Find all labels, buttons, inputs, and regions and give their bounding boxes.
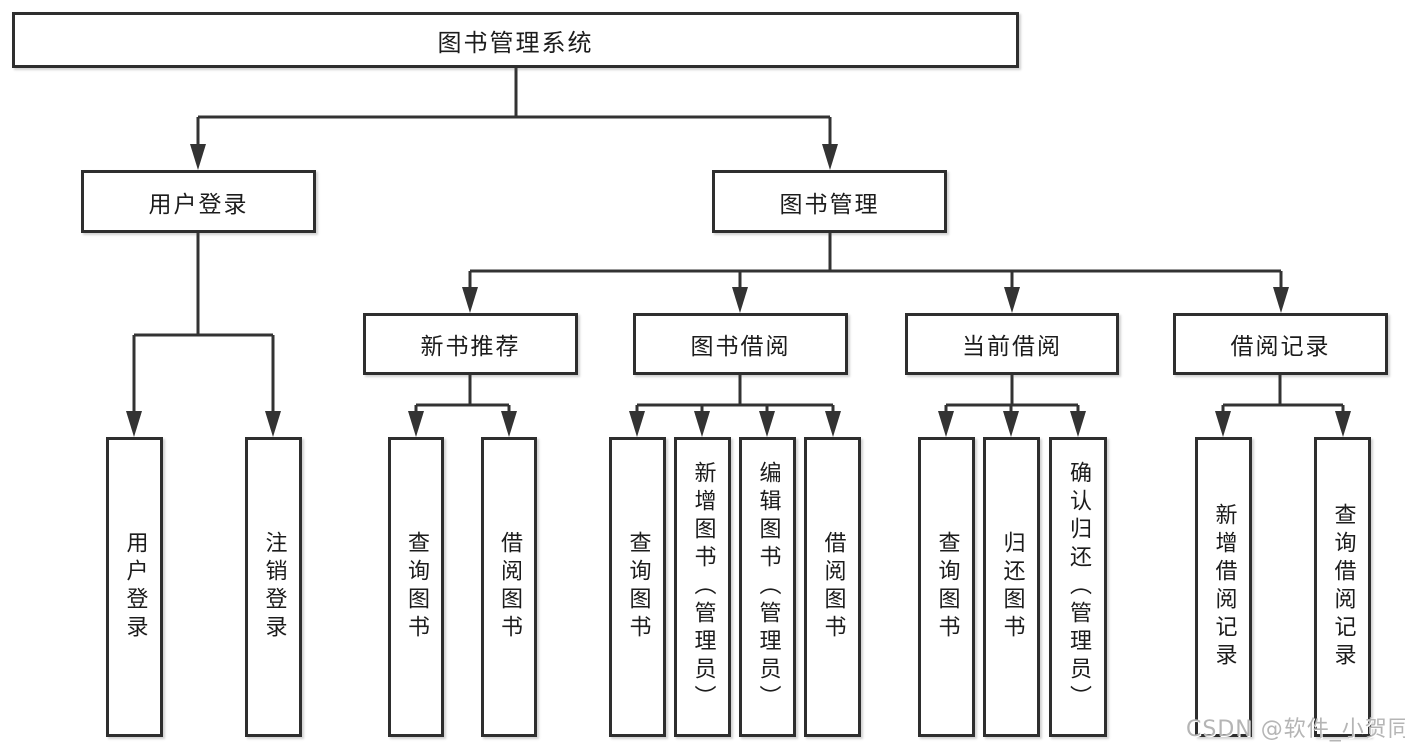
node-root-library-system: 图书管理系统 <box>12 12 1019 68</box>
leaf-query-books: 查询图书 <box>918 437 975 737</box>
node-borrowing-records: 借阅记录 <box>1173 313 1388 375</box>
leaf-user-login: 用户登录 <box>106 437 163 737</box>
node-label: 新增借阅记录 <box>1211 503 1237 671</box>
arrowhead-icon <box>1003 411 1019 437</box>
node-label: 查询图书 <box>625 531 651 643</box>
csdn-watermark: CSDN @软件_小贺同学 <box>1186 717 1405 742</box>
node-label: 查询借阅记录 <box>1330 503 1356 671</box>
node-label: 用户登录 <box>148 191 249 218</box>
node-label: 当前借阅 <box>962 334 1062 360</box>
arrowhead-icon <box>1335 411 1351 437</box>
node-label: 查询图书 <box>404 531 429 643</box>
leaf-borrow-books: 借阅图书 <box>804 437 861 737</box>
arrowhead-icon <box>408 411 424 437</box>
arrowhead-icon <box>1004 287 1020 313</box>
node-label: 新书推荐 <box>420 334 521 360</box>
node-label: 用户登录 <box>122 531 148 643</box>
node-user-login: 用户登录 <box>81 170 316 233</box>
leaf-logout: 注销登录 <box>245 437 302 737</box>
arrowhead-icon <box>732 287 748 313</box>
leaf-query-books: 查询图书 <box>609 437 666 737</box>
node-label: 查询图书 <box>934 531 960 643</box>
node-label: 借阅图书 <box>497 531 522 643</box>
arrowhead-icon <box>1070 411 1086 437</box>
leaf-borrow-books: 借阅图书 <box>481 437 537 737</box>
node-label: 注销登录 <box>261 531 287 643</box>
arrowhead-icon <box>1273 287 1289 313</box>
node-label: 新增图书（管理员） <box>690 461 716 713</box>
node-label: 确认归还（管理员） <box>1066 461 1091 713</box>
arrowhead-icon <box>265 411 281 437</box>
arrowhead-icon <box>759 411 775 437</box>
arrowhead-icon <box>190 144 206 170</box>
arrowhead-icon <box>825 411 841 437</box>
node-label: 编辑图书（管理员） <box>755 461 781 713</box>
node-new-book-recommendation: 新书推荐 <box>363 313 578 375</box>
node-label: 借阅记录 <box>1230 334 1331 360</box>
node-label: 归还图书 <box>999 531 1025 643</box>
arrowhead-icon <box>462 287 478 313</box>
node-book-management: 图书管理 <box>712 170 947 233</box>
arrowhead-icon <box>1215 411 1231 437</box>
arrowhead-icon <box>501 411 517 437</box>
node-label: 图书管理系统 <box>437 28 594 57</box>
leaf-confirm-return-admin: 确认归还（管理员） <box>1049 437 1107 737</box>
leaf-add-books-admin: 新增图书（管理员） <box>674 437 731 737</box>
arrowhead-icon <box>694 411 710 437</box>
node-label: 图书管理 <box>779 191 880 218</box>
leaf-edit-books-admin: 编辑图书（管理员） <box>739 437 796 737</box>
node-label: 借阅图书 <box>820 531 846 643</box>
arrowhead-icon <box>938 411 954 437</box>
leaf-add-borrow-record: 新增借阅记录 <box>1195 437 1252 737</box>
arrowhead-icon <box>126 411 142 437</box>
node-book-borrowing: 图书借阅 <box>633 313 848 375</box>
node-current-borrowing: 当前借阅 <box>905 313 1119 375</box>
node-label: 图书借阅 <box>690 334 791 360</box>
leaf-query-borrow-record: 查询借阅记录 <box>1314 437 1371 737</box>
arrowhead-icon <box>822 144 838 170</box>
leaf-return-books: 归还图书 <box>983 437 1040 737</box>
leaf-query-books: 查询图书 <box>388 437 444 737</box>
arrowheads <box>126 144 1351 437</box>
arrowhead-icon <box>629 411 645 437</box>
